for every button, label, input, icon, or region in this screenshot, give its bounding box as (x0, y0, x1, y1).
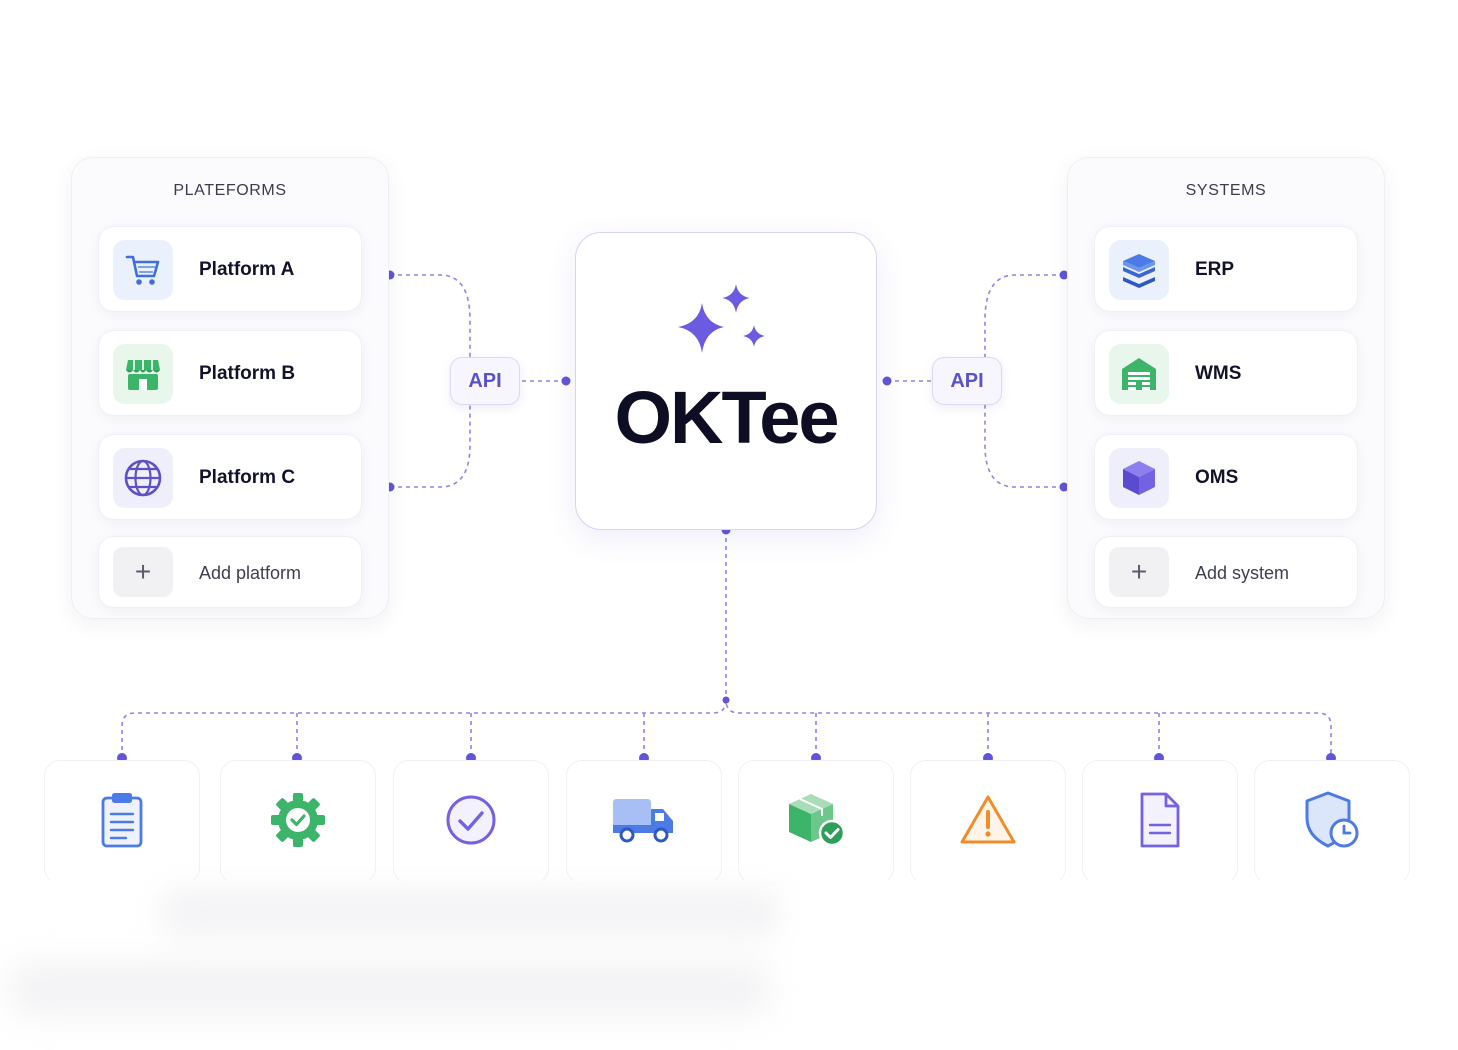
package-check-icon (785, 792, 847, 853)
module-clipboard[interactable] (44, 760, 200, 884)
module-package[interactable] (738, 760, 894, 884)
sparkles-icon (674, 281, 774, 366)
system-label-oms: OMS (1195, 467, 1239, 488)
shield-clock-icon (1303, 790, 1361, 855)
system-card-erp[interactable]: ERP (1094, 226, 1358, 312)
systems-title: SYSTEMS (1185, 182, 1267, 199)
platforms-panel: PLATEFORMS Platform A Platform B (71, 157, 389, 619)
platform-label-c: Platform C (199, 467, 296, 488)
module-validation[interactable] (393, 760, 549, 884)
hub-title: OKTee (614, 376, 839, 459)
module-automation[interactable] (220, 760, 376, 884)
add-platform-label: Add platform (199, 563, 302, 583)
platform-label-b: Platform B (199, 363, 296, 384)
plus-icon: + (1109, 547, 1169, 597)
delivery-truck-icon (611, 795, 677, 850)
document-icon (1137, 791, 1183, 854)
bottom-fade (0, 880, 1458, 1050)
cube-icon (1109, 448, 1169, 508)
plus-icon: + (113, 547, 173, 597)
module-alerts[interactable] (910, 760, 1066, 884)
system-label-erp: ERP (1195, 259, 1235, 280)
warehouse-icon (1109, 344, 1169, 404)
oktee-hub: OKTee (575, 232, 877, 530)
module-documents[interactable] (1082, 760, 1238, 884)
platform-card-b[interactable]: Platform B (98, 330, 362, 416)
globe-icon (113, 448, 173, 508)
storefront-icon (113, 344, 173, 404)
platform-label-a: Platform A (199, 259, 295, 280)
shopping-cart-icon (113, 240, 173, 300)
module-security[interactable] (1254, 760, 1410, 884)
platforms-title: PLATEFORMS (173, 182, 287, 199)
add-system-label: Add system (1195, 563, 1290, 583)
database-stack-icon (1109, 240, 1169, 300)
gear-check-icon (269, 791, 327, 854)
warning-triangle-icon (959, 794, 1017, 851)
add-system-button[interactable]: + Add system (1094, 536, 1358, 608)
system-label-wms: WMS (1195, 363, 1242, 384)
systems-panel: SYSTEMS ERP WMS (1067, 157, 1385, 619)
add-platform-button[interactable]: + Add platform (98, 536, 362, 608)
api-badge-left: API (450, 357, 520, 405)
system-card-oms[interactable]: OMS (1094, 434, 1358, 520)
check-circle-icon (443, 792, 499, 853)
module-shipping[interactable] (566, 760, 722, 884)
platform-card-a[interactable]: Platform A (98, 226, 362, 312)
clipboard-icon (98, 790, 146, 855)
system-card-wms[interactable]: WMS (1094, 330, 1358, 416)
platform-card-c[interactable]: Platform C (98, 434, 362, 520)
api-badge-right: API (932, 357, 1002, 405)
